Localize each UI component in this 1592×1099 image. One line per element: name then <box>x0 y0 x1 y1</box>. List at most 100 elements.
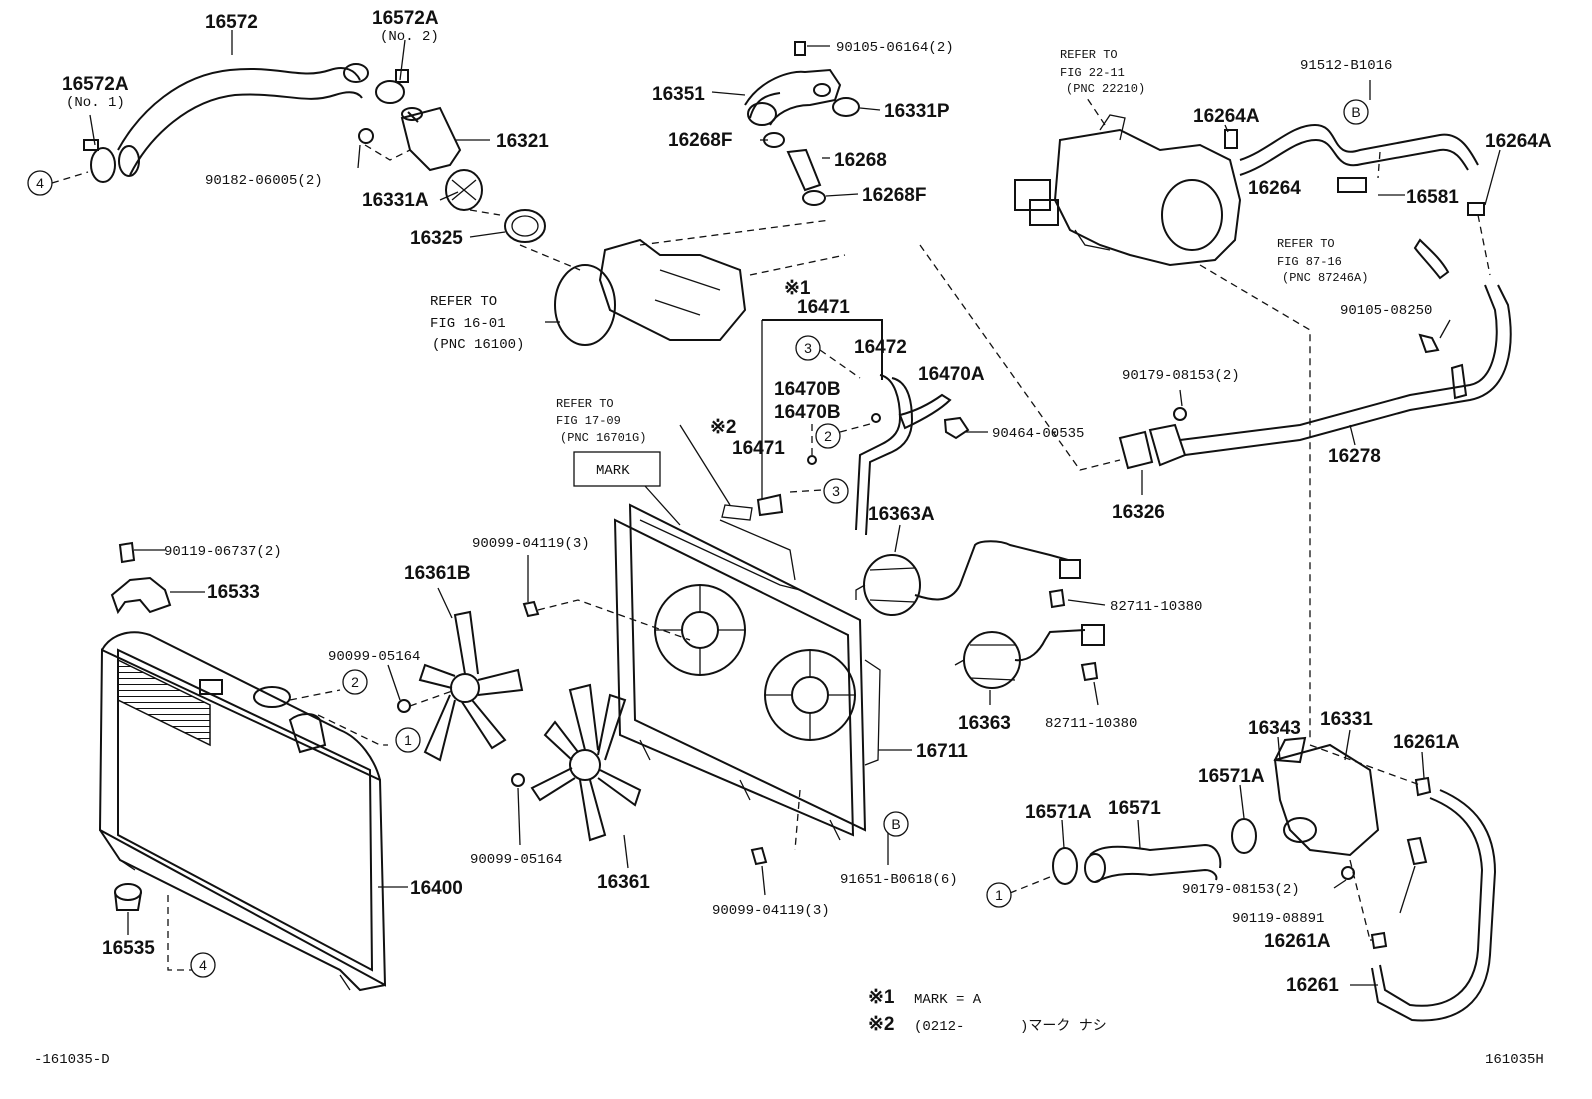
label-16278[interactable]: 16278 <box>1328 446 1381 467</box>
fan-16361B <box>418 587 524 762</box>
label-16572A-top-note: (No. 2) <box>380 29 439 45</box>
label-16261A-a[interactable]: 16261A <box>1393 732 1460 753</box>
label-82711-10380-b[interactable]: 82711-10380 <box>1045 716 1137 732</box>
svg-text:4: 4 <box>36 175 44 191</box>
label-16535[interactable]: 16535 <box>102 938 155 959</box>
label-16572A-top[interactable]: 16572A <box>372 8 439 29</box>
label-16571A-a[interactable]: 16571A <box>1025 802 1092 823</box>
label-ref-16-01-b: FIG 16-01 <box>430 316 506 332</box>
fan-shroud-16711 <box>613 503 912 851</box>
label-16264[interactable]: 16264 <box>1248 178 1301 199</box>
fan-16361 <box>530 683 642 869</box>
label-ref-22-11-a: REFER TO <box>1060 48 1118 62</box>
label-16470B-b[interactable]: 16470B <box>774 402 841 423</box>
label-16326[interactable]: 16326 <box>1112 502 1165 523</box>
label-16361[interactable]: 16361 <box>597 872 650 893</box>
label-91512-B1016[interactable]: 91512-B1016 <box>1300 58 1392 74</box>
label-16264A-a[interactable]: 16264A <box>1193 106 1260 127</box>
label-90464-00535[interactable]: 90464-00535 <box>992 426 1084 442</box>
svg-text:B: B <box>891 816 900 832</box>
label-16581[interactable]: 16581 <box>1406 187 1459 208</box>
label-82711-10380-a[interactable]: 82711-10380 <box>1110 599 1202 615</box>
bypass-group <box>711 41 881 206</box>
note2-text-b: )マーク ナシ <box>1020 1018 1107 1035</box>
label-16321[interactable]: 16321 <box>496 131 549 152</box>
marker-1-b: 1 <box>986 882 1012 908</box>
label-16711[interactable]: 16711 <box>916 741 968 762</box>
label-16363A[interactable]: 16363A <box>868 504 935 525</box>
label-16268F-a[interactable]: 16268F <box>668 130 732 151</box>
label-90099-05164-b[interactable]: 90099-05164 <box>470 852 562 868</box>
marker-b-b: B <box>1343 99 1369 125</box>
mark-box[interactable] <box>573 451 661 487</box>
label-16363[interactable]: 16363 <box>958 713 1011 734</box>
label-91651-B0618[interactable]: 91651-B0618(6) <box>840 872 958 888</box>
labels: 16572 16572A (No. 2) 16572A (No. 1) 1632… <box>62 8 1552 996</box>
label-90119-08891[interactable]: 90119-08891 <box>1232 911 1324 927</box>
label-90099-04119-a[interactable]: 90099-04119(3) <box>472 536 590 552</box>
label-16331[interactable]: 16331 <box>1320 709 1373 730</box>
label-90119-06737[interactable]: 90119-06737(2) <box>164 544 282 560</box>
hose-16571 <box>1089 843 1222 883</box>
label-16472[interactable]: 16472 <box>854 337 907 358</box>
label-90182-06005[interactable]: 90182-06005(2) <box>205 173 323 189</box>
o-ring-16268F-b <box>802 190 826 206</box>
label-16351[interactable]: 16351 <box>652 84 705 105</box>
label-16331P[interactable]: 16331P <box>884 101 950 122</box>
label-16361B[interactable]: 16361B <box>404 563 471 584</box>
label-16261A-b[interactable]: 16261A <box>1264 931 1331 952</box>
water-outlet-16331 <box>1273 743 1380 857</box>
fan-motor-16363 <box>954 624 1105 706</box>
label-90105-06164[interactable]: 90105-06164(2) <box>836 40 954 56</box>
label-16533[interactable]: 16533 <box>207 582 260 603</box>
hose-16264 <box>1239 123 1479 176</box>
label-16268F-b[interactable]: 16268F <box>862 185 926 206</box>
marker-4-top: 4 <box>27 170 53 196</box>
label-ref-16-01-a: REFER TO <box>430 294 497 310</box>
radiator-16400 <box>98 631 408 992</box>
label-16571A-b[interactable]: 16571A <box>1198 766 1265 787</box>
lower-hose-group <box>1009 729 1497 1022</box>
svg-text:B: B <box>1351 104 1360 120</box>
label-90179-08153-top[interactable]: 90179-08153(2) <box>1122 368 1240 384</box>
hose-clamp-no1 <box>90 147 116 183</box>
marker-b-a: B <box>883 811 909 837</box>
label-90099-04119-b[interactable]: 90099-04119(3) <box>712 903 830 919</box>
clamp-16571A-a <box>1052 847 1078 885</box>
label-90179-08153-bot[interactable]: 90179-08153(2) <box>1182 882 1300 898</box>
label-note2-mark: ※2 <box>710 417 737 438</box>
label-16268[interactable]: 16268 <box>834 150 887 171</box>
label-16261[interactable]: 16261 <box>1286 975 1339 996</box>
label-16325[interactable]: 16325 <box>410 228 463 249</box>
label-16470B-a[interactable]: 16470B <box>774 379 841 400</box>
clamp-tab-no2 <box>395 69 409 83</box>
note2-text-a: (0212- <box>914 1019 964 1035</box>
label-16471-b[interactable]: 16471 <box>732 438 785 459</box>
label-ref-22-11-c: (PNC 22210) <box>1066 82 1145 96</box>
label-16343[interactable]: 16343 <box>1248 718 1301 739</box>
label-16264A-b[interactable]: 16264A <box>1485 131 1552 152</box>
label-ref-17-09-a: REFER TO <box>556 397 614 411</box>
bolt-90119-08891 <box>1406 836 1428 866</box>
water-inlet <box>400 106 462 172</box>
svg-text:2: 2 <box>351 674 359 690</box>
footer-left-code: -161035-D <box>34 1052 110 1068</box>
label-16331A[interactable]: 16331A <box>362 190 429 211</box>
footer: -161035-D 161035H <box>34 1052 1544 1068</box>
label-16471-top[interactable]: 16471 <box>797 297 850 318</box>
label-16572[interactable]: 16572 <box>205 12 258 33</box>
label-16572A-left[interactable]: 16572A <box>62 74 129 95</box>
label-90105-08250[interactable]: 90105-08250 <box>1340 303 1432 319</box>
label-16470A[interactable]: 16470A <box>918 364 985 385</box>
clamp-16571A-b <box>1231 818 1257 854</box>
clamp-tab-no1 <box>83 139 99 151</box>
gasket-16326 <box>1148 423 1187 467</box>
label-16571[interactable]: 16571 <box>1108 798 1161 819</box>
bracket-16533 <box>110 541 205 615</box>
bolt-90119-06737 <box>118 541 136 564</box>
gasket-16343 <box>1273 736 1307 764</box>
label-16400[interactable]: 16400 <box>410 878 463 899</box>
label-90099-05164-a[interactable]: 90099-05164 <box>328 649 420 665</box>
clamp-16261A-a <box>1414 776 1432 797</box>
bypass-pipe-16351 <box>744 68 842 126</box>
